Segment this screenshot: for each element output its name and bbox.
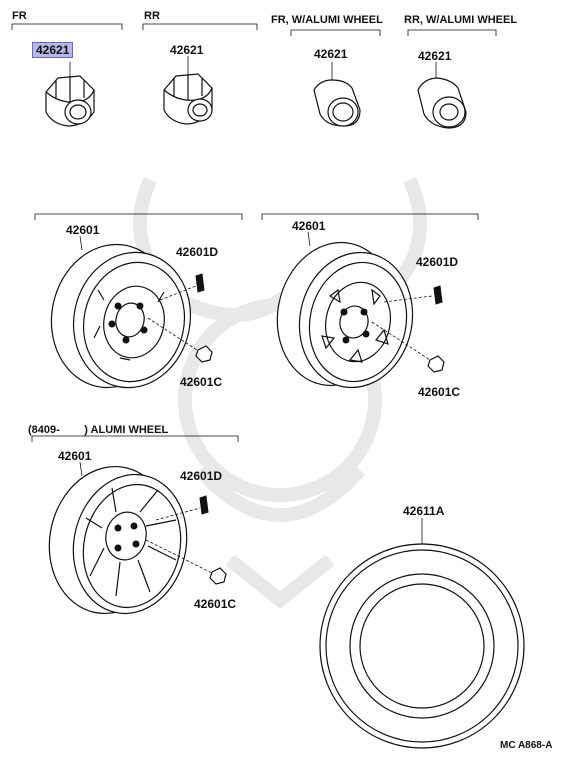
wheel-1-drawing: [50, 235, 213, 389]
hub-cap-rr-alumi-drawing: [417, 62, 467, 129]
part-hub-cap-fr[interactable]: 42621: [32, 42, 74, 58]
header-fr: FR: [12, 10, 27, 22]
part-wheel-3[interactable]: 42601: [58, 449, 92, 463]
part-bolt-3[interactable]: 42601D: [180, 469, 223, 483]
part-nut-2[interactable]: 42601C: [418, 385, 461, 399]
diagram-code: MC A868-A: [500, 740, 553, 751]
part-bolt-1[interactable]: 42601D: [176, 245, 219, 259]
part-wheel-1[interactable]: 42601: [66, 223, 100, 237]
wheel-2-drawing: [276, 231, 445, 389]
part-hub-cap-rr[interactable]: 42621: [170, 43, 204, 57]
header-fr-alumi: FR, W/ALUMI WHEEL: [271, 14, 383, 26]
header-rr: RR: [144, 10, 160, 22]
header-alumi-wheel-range: (8409- ) ALUMI WHEEL: [28, 424, 169, 436]
part-hub-cap-fr-alumi[interactable]: 42621: [314, 47, 348, 61]
part-hub-cap-rr-alumi[interactable]: 42621: [418, 49, 452, 63]
part-nut-1[interactable]: 42601C: [180, 375, 223, 389]
part-bolt-2[interactable]: 42601D: [416, 255, 459, 269]
part-nut-3[interactable]: 42601C: [194, 597, 237, 611]
header-brackets: [11, 23, 497, 442]
header-rr-alumi: RR, W/ALUMI WHEEL: [404, 14, 518, 26]
part-wheel-2[interactable]: 42601: [292, 219, 326, 233]
hub-cap-fr-drawing: [45, 62, 95, 127]
tire-drawing: [319, 518, 525, 749]
hub-cap-rr-drawing: [163, 56, 213, 125]
wheel-3-drawing: [48, 461, 227, 615]
hub-cap-fr-alumi-drawing: [313, 62, 361, 127]
part-tire[interactable]: 42611A: [403, 504, 445, 518]
